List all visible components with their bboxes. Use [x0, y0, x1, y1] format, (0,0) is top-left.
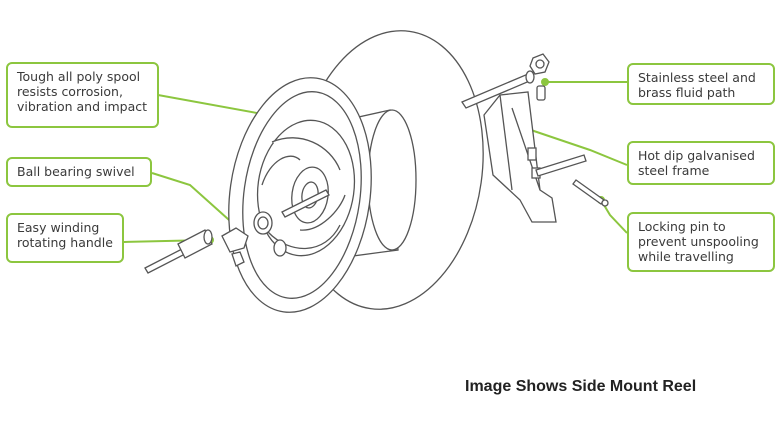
side-mount-frame	[483, 91, 557, 223]
leader-line-frame	[524, 127, 628, 166]
brass-fitting	[536, 85, 546, 101]
swivel-fitting	[221, 227, 249, 253]
caption: Image Shows Side Mount Reel	[465, 378, 697, 395]
front-shaft	[281, 189, 330, 218]
frame-rod	[535, 154, 587, 177]
leader-line-swivel	[151, 172, 239, 229]
locking-pin	[572, 179, 605, 205]
callout-spool: Tough all poly spool resists corrosion, …	[6, 62, 159, 128]
callout-swivel: Ball bearing swivel	[6, 157, 152, 187]
leader-line-spool	[157, 94, 269, 116]
callout-frame: Hot dip galvanised steel frame	[627, 141, 775, 185]
callout-pin: Locking pin to prevent unspooling while …	[627, 212, 775, 272]
callout-fluid-path: Stainless steel and brass fluid path	[627, 63, 775, 105]
winding-handle	[144, 248, 186, 274]
reel-drawing	[144, 30, 609, 313]
callout-handle: Easy winding rotating handle	[6, 213, 124, 263]
